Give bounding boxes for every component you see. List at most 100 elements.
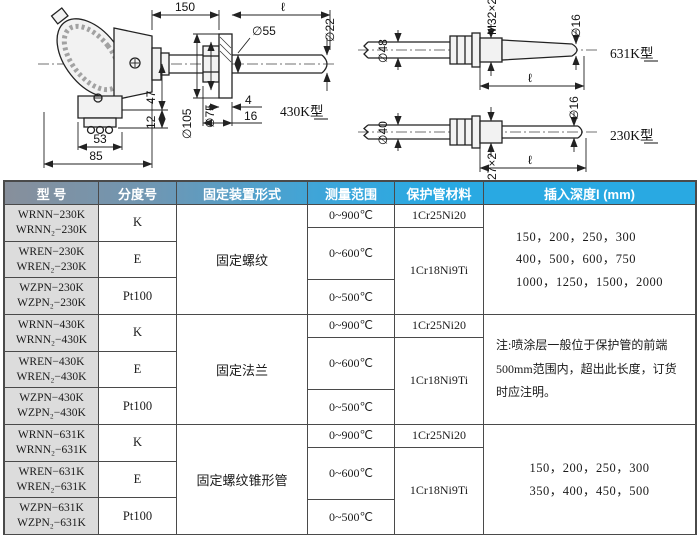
group-631k: WRNN−631K WRNN₂−631K WREN−631K WREN₂−631… bbox=[5, 424, 695, 535]
dim-d75: ∅75 bbox=[203, 104, 217, 128]
depth-line: 150，200，250，300 bbox=[529, 461, 650, 475]
dim-thread-m27: M27×2 bbox=[485, 153, 499, 180]
grade-column: K E Pt100 bbox=[99, 205, 177, 314]
grade-cell: E bbox=[99, 352, 176, 389]
dim-85: 85 bbox=[89, 149, 103, 163]
model-cell: WRNN−230K WRNN₂−230K bbox=[5, 205, 98, 242]
grade-cell: K bbox=[99, 425, 176, 462]
model-line: WRNN₂−430K bbox=[15, 333, 88, 346]
depth-line: 150，200，250，300 bbox=[515, 229, 636, 244]
model-line: WRNN−430K bbox=[17, 318, 86, 331]
material-cell: 1Cr18Ni9Ti bbox=[409, 263, 469, 278]
range-cell: 0~900℃ bbox=[308, 315, 394, 338]
model-line: WRNN−631K bbox=[17, 428, 86, 441]
model-column: WRNN−631K WRNN₂−631K WREN−631K WREN₂−631… bbox=[5, 425, 99, 535]
range-column: 0~900℃ 0~600℃ 0~500℃ bbox=[308, 315, 395, 424]
depth-cell: 150，200，250，300 400，500，600，750 1000，125… bbox=[484, 205, 695, 314]
model-line: WREN−631K bbox=[18, 465, 85, 478]
spec-table: 型 号 分度号 固定装置形式 测量范围 保护管材料 插入深度l (mm) WRN… bbox=[3, 180, 697, 535]
dim-d22: ∅22 bbox=[323, 18, 337, 42]
grade-cell: Pt100 bbox=[122, 508, 153, 523]
order-note: 注:喷涂层一般位于保护管的前端500mm范围内，超出此长度，订货时应注明。 bbox=[496, 338, 677, 400]
label-230k: 230K型 bbox=[610, 128, 654, 143]
range-cell: 0~900℃ bbox=[308, 205, 394, 228]
dim-53: 53 bbox=[93, 132, 107, 146]
range-cell: 0~500℃ bbox=[329, 509, 373, 524]
model-column: WRNN−430K WRNN₂−430K WREN−430K WREN₂−430… bbox=[5, 315, 99, 425]
model-cell: WZPN−430K WZPN₂−430K bbox=[5, 388, 98, 425]
model-column: WRNN−230K WRNN₂−230K WREN−230K WREN₂−230… bbox=[5, 205, 99, 315]
dim-4: 4 bbox=[245, 93, 252, 107]
model-line: WREN−430K bbox=[18, 355, 85, 368]
model-line: WRNN−230K bbox=[17, 208, 86, 221]
grade-cell: K bbox=[99, 205, 176, 242]
dim-d40: ∅40 bbox=[376, 121, 390, 145]
model-cell: WRNN−430K WRNN₂−430K bbox=[5, 315, 98, 352]
header-range: 测量范围 bbox=[308, 182, 395, 204]
group-230k: WRNN−230K WRNN₂−230K WREN−230K WREN₂−230… bbox=[5, 204, 695, 315]
drawing-230k: ∅40 M27×2 ∅16 ℓ 230K型 bbox=[358, 96, 658, 180]
range-cell: 0~900℃ bbox=[308, 425, 394, 448]
label-631k: 631K型 bbox=[610, 46, 654, 61]
dim-ell-430k: ℓ bbox=[281, 0, 285, 14]
model-cell: WZPN−230K WZPN₂−230K bbox=[5, 278, 98, 315]
material-column: 1Cr25Ni20 1Cr18Ni9Ti bbox=[395, 205, 484, 314]
header-depth: 插入深度l (mm) bbox=[543, 186, 635, 202]
model-line: WREN₂−430K bbox=[16, 370, 87, 383]
grade-cell: Pt100 bbox=[122, 398, 153, 413]
dim-d16-230k: ∅16 bbox=[567, 96, 581, 120]
depth-line: 1000，1250，1500，2000 bbox=[515, 274, 663, 289]
model-cell: WZPN−631K WZPN₂−631K bbox=[5, 498, 98, 535]
model-line: WRNN₂−631K bbox=[15, 443, 88, 456]
grade-cell: K bbox=[99, 315, 176, 352]
material-cell: 1Cr18Ni9Ti bbox=[409, 373, 469, 388]
fixing-cell: 固定法兰 bbox=[177, 315, 308, 424]
range-column: 0~900℃ 0~600℃ 0~500℃ bbox=[308, 425, 395, 534]
dim-16: 16 bbox=[244, 109, 258, 123]
model-line: WZPN₂−230K bbox=[17, 297, 86, 310]
header-fixing: 固定装置形式 bbox=[177, 182, 308, 204]
material-cell: 1Cr25Ni20 bbox=[395, 205, 483, 228]
material-cell: 1Cr25Ni20 bbox=[395, 315, 483, 338]
model-line: WZPN−430K bbox=[19, 392, 84, 405]
depth-line: 400，500，600，750 bbox=[515, 252, 636, 267]
dim-12: 12 bbox=[144, 115, 158, 129]
model-line: WZPN−230K bbox=[19, 282, 84, 295]
range-cell: 0~600℃ bbox=[308, 338, 394, 391]
model-line: WZPN₂−430K bbox=[17, 407, 86, 420]
header-model: 型 号 bbox=[5, 182, 99, 204]
model-cell: WREN−230K WREN₂−230K bbox=[5, 241, 98, 279]
model-line: WZPN−631K bbox=[19, 502, 84, 515]
dim-d105: ∅105 bbox=[180, 108, 194, 139]
grade-cell: E bbox=[99, 242, 176, 279]
group-430k: WRNN−430K WRNN₂−430K WREN−430K WREN₂−430… bbox=[5, 314, 695, 425]
grade-cell: Pt100 bbox=[122, 288, 153, 303]
range-cell: 0~600℃ bbox=[308, 448, 394, 501]
dim-thread-m32: M32×2 bbox=[485, 0, 499, 35]
thermocouple-drawings: 150 ℓ ∅55 ∅22 47 12 ∅105 bbox=[38, 0, 658, 180]
dim-d48: ∅48 bbox=[376, 39, 390, 63]
range-cell: 0~600℃ bbox=[308, 228, 394, 281]
fixing-cell: 固定螺纹 bbox=[177, 205, 308, 314]
range-cell: 0~500℃ bbox=[329, 289, 373, 304]
fixing-cell: 固定螺纹锥形管 bbox=[177, 425, 308, 534]
material-column: 1Cr25Ni20 1Cr18Ni9Ti bbox=[395, 425, 484, 534]
note-cell: 注:喷涂层一般位于保护管的前端500mm范围内，超出此长度，订货时应注明。 bbox=[484, 315, 695, 424]
material-cell: 1Cr25Ni20 bbox=[395, 425, 483, 448]
material-cell: 1Cr18Ni9Ti bbox=[409, 483, 469, 498]
model-line: WREN₂−230K bbox=[16, 260, 87, 273]
label-430k: 430K型 bbox=[280, 104, 324, 119]
header-material: 保护管材料 bbox=[395, 182, 484, 204]
model-cell: WREN−631K WREN₂−631K bbox=[5, 461, 98, 499]
material-column: 1Cr25Ni20 1Cr18Ni9Ti bbox=[395, 315, 484, 424]
grade-cell: E bbox=[99, 462, 176, 499]
model-cell: WREN−430K WREN₂−430K bbox=[5, 351, 98, 389]
dim-ell-230k: ℓ bbox=[528, 153, 532, 167]
dim-150: 150 bbox=[175, 0, 195, 14]
dim-47: 47 bbox=[144, 90, 158, 104]
grade-column: K E Pt100 bbox=[99, 425, 177, 534]
range-cell: 0~500℃ bbox=[329, 399, 373, 414]
drawing-631k: ∅48 M32×2 ∅16 ℓ 631K型 bbox=[358, 0, 658, 90]
range-column: 0~900℃ 0~600℃ 0~500℃ bbox=[308, 205, 395, 314]
